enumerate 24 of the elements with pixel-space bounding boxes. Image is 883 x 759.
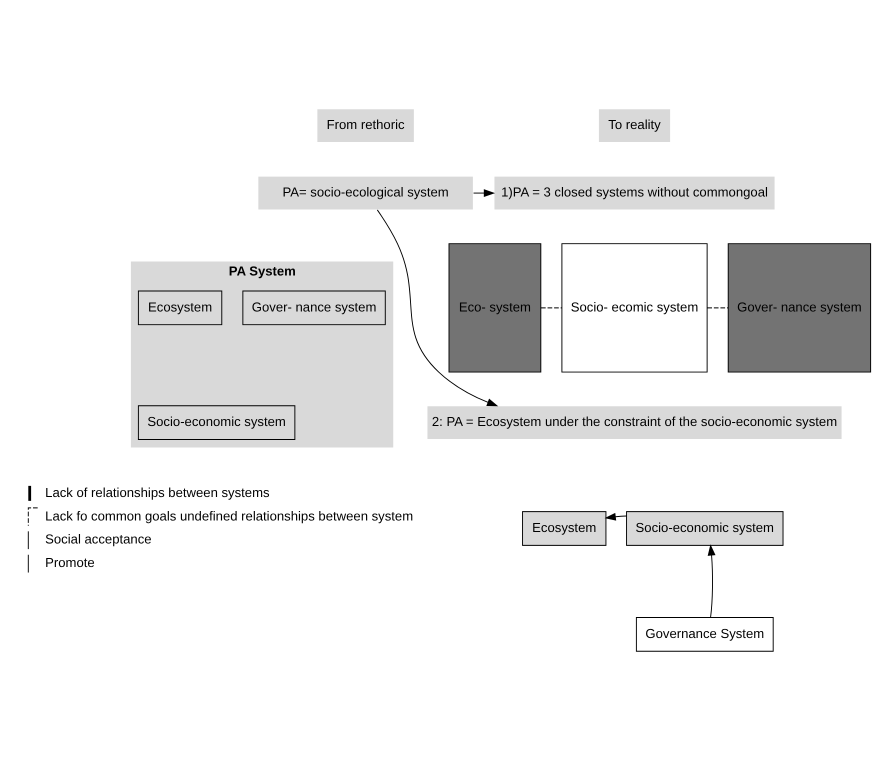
arrow [376,208,498,406]
node-box: Socio-economic system [138,404,296,440]
node-box: Socio- ecomic system [561,242,708,372]
legend-label: Lack fo common goals undefined relationships between system [45,508,414,523]
node-box: Eco- system [448,242,542,372]
connector [540,306,562,308]
arrow [708,544,716,618]
node-box: Socio-economic system [626,510,784,546]
node-box: Ecosystem [138,290,222,325]
legend-label: Promote [45,554,95,570]
node-box: Governance System [636,616,774,652]
node-box: To reality [598,108,672,142]
node-box: Gover- nance system [728,242,872,372]
legend-label: Lack of relationships between systems [45,484,270,500]
connector [706,306,729,308]
legend-label: Social acceptance [45,531,152,546]
node-box: Gover- nance system [242,290,386,325]
node-box: Ecosystem [522,510,606,546]
node-box: 1)PA = 3 closed systems without commongoal [494,175,776,210]
arrow [604,512,627,520]
node-box: PA= socio-ecological system [257,175,474,210]
arrow [473,188,496,197]
node-box: 2: PA = Ecosystem under the constraint of the socio-economic system [426,404,843,440]
node-box: From rethoric [316,108,415,142]
